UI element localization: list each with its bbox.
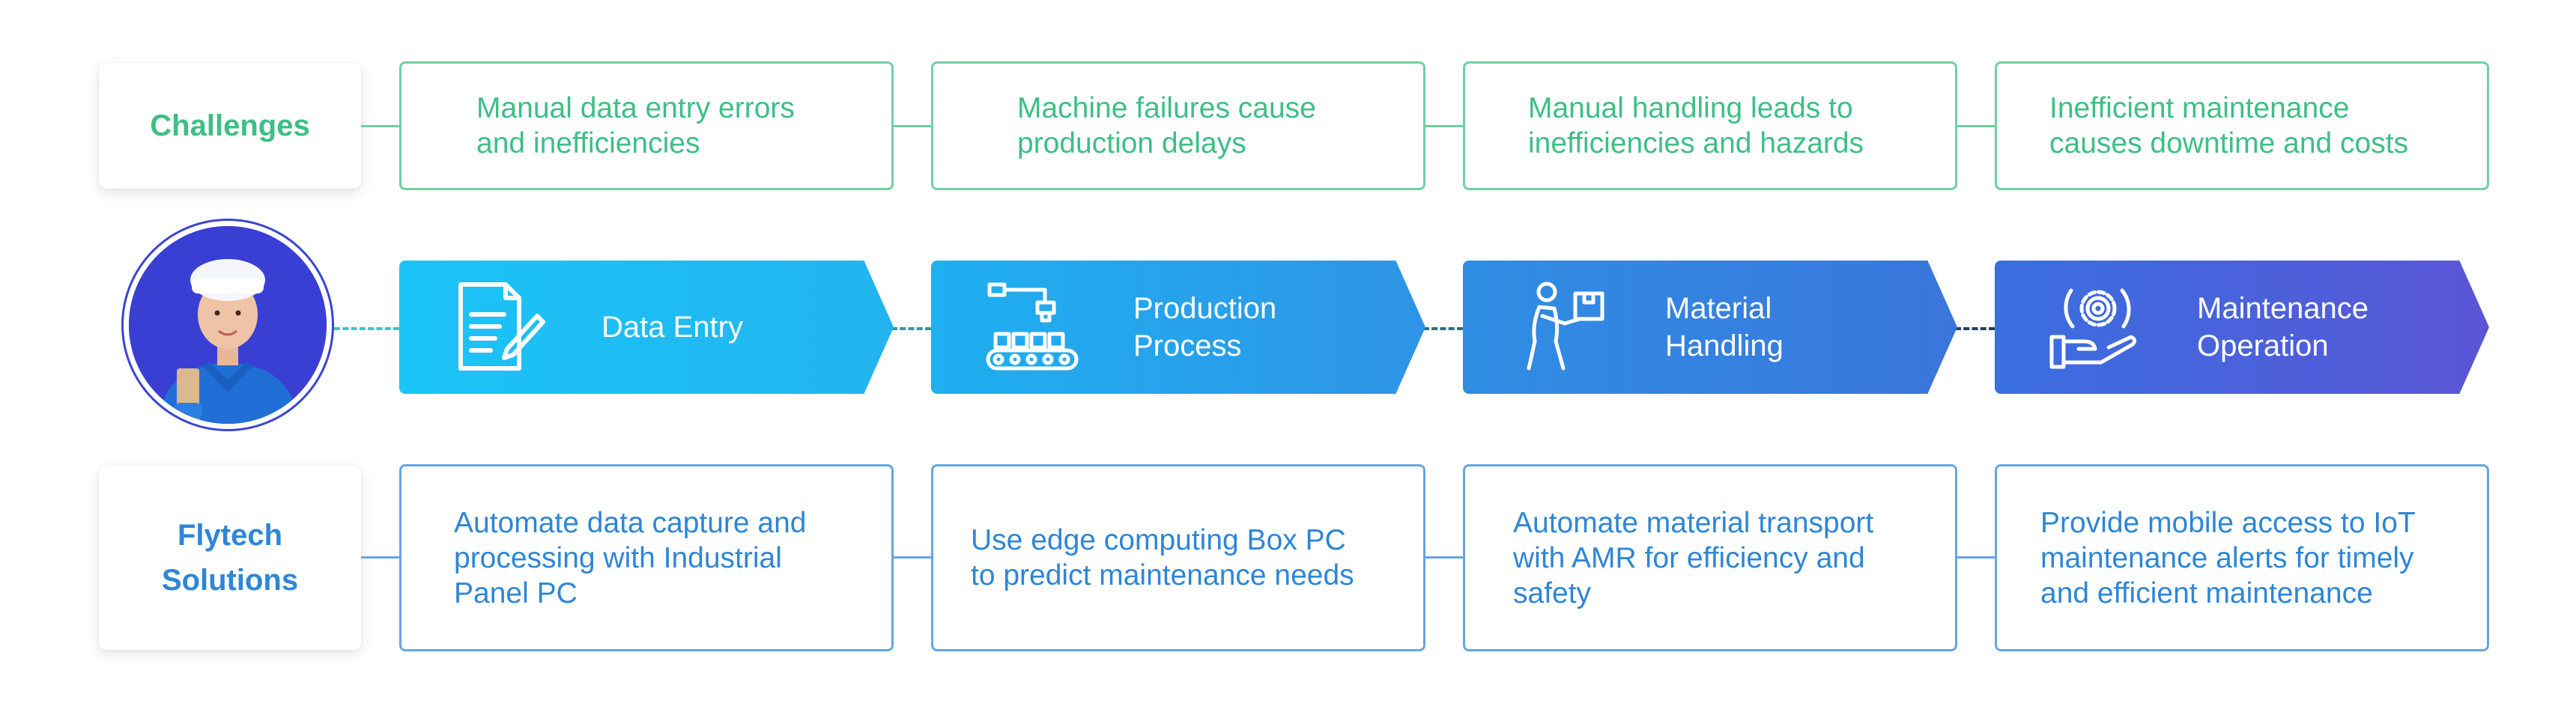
dashed-connector bbox=[1423, 327, 1463, 330]
solution-text-line: processing with Industrial bbox=[454, 541, 782, 574]
challenge-text-line: causes downtime and costs bbox=[2049, 127, 2409, 159]
person-carrying-box-icon bbox=[1527, 282, 1604, 371]
connector-line bbox=[361, 125, 399, 127]
connector-line bbox=[361, 556, 399, 559]
challenge-text-line: Manual handling leads to bbox=[1528, 92, 1853, 124]
connector-line bbox=[1957, 125, 1995, 127]
step-label-line: Maintenance bbox=[2197, 292, 2369, 325]
step-label-line: Process bbox=[1133, 329, 1242, 362]
solutions-label-line: Flytech bbox=[177, 519, 283, 552]
solution-text-line: Use edge computing Box PC bbox=[971, 524, 1346, 556]
challenge-text-line: and inefficiencies bbox=[476, 127, 700, 159]
solutions-label: Flytech Solutions bbox=[99, 466, 361, 650]
step-label-line: Material bbox=[1665, 292, 1772, 325]
dashed-connector bbox=[1955, 327, 1995, 330]
solution-text-line: Automate material transport bbox=[1513, 506, 1874, 539]
step-label-line: Data Entry bbox=[601, 311, 743, 344]
challenge-text-line: Machine failures cause bbox=[1017, 92, 1316, 124]
solution-text-line: maintenance alerts for timely bbox=[2040, 541, 2414, 574]
solution-text-line: and efficient maintenance bbox=[2040, 577, 2373, 609]
step-label-line: Handling bbox=[1665, 329, 1783, 362]
connector-line bbox=[1425, 125, 1463, 127]
document-pen-icon bbox=[458, 282, 545, 371]
solution-text-line: with AMR for efficiency and bbox=[1513, 541, 1865, 574]
solution-text-line: Panel PC bbox=[454, 577, 578, 609]
dashed-connector bbox=[891, 327, 931, 330]
connector-line bbox=[894, 125, 931, 127]
challenge-text-line: inefficiencies and hazards bbox=[1528, 127, 1864, 159]
challenge-text-line: Inefficient maintenance bbox=[2049, 92, 2350, 124]
solution-text-line: to predict maintenance needs bbox=[971, 559, 1354, 591]
solution-text-line: Automate data capture and bbox=[454, 506, 807, 539]
conveyor-robot-icon bbox=[986, 282, 1079, 371]
gear-in-hand-icon bbox=[2049, 288, 2137, 369]
challenge-text-line: production delays bbox=[1017, 127, 1246, 159]
avatar bbox=[129, 226, 327, 424]
step-label-line: Production bbox=[1133, 292, 1277, 325]
challenges-label: Challenges bbox=[99, 63, 361, 189]
step-label-line: Operation bbox=[2197, 329, 2329, 362]
solution-text-line: safety bbox=[1513, 577, 1592, 609]
connector-line bbox=[894, 556, 931, 559]
worker-portrait-icon bbox=[129, 226, 327, 424]
step-data-entry: Data Entry bbox=[399, 261, 894, 394]
dashed-connector bbox=[334, 327, 399, 330]
connector-line bbox=[1425, 556, 1463, 559]
avatar-ring bbox=[121, 219, 334, 431]
connector-line bbox=[1957, 556, 1995, 559]
solutions-label-line: Solutions bbox=[161, 564, 299, 597]
challenge-text-line: Manual data entry errors bbox=[476, 92, 795, 124]
solution-text-line: Provide mobile access to IoT bbox=[2040, 506, 2416, 539]
challenges-label-line: Challenges bbox=[150, 109, 310, 142]
